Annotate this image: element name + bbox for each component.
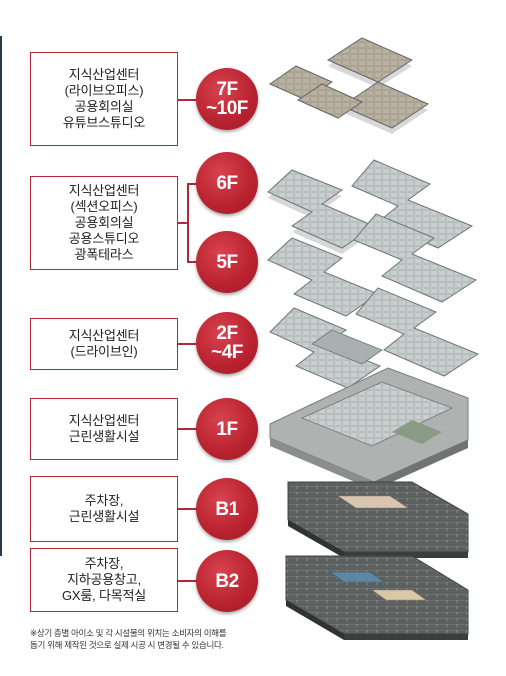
floor-label-line: 공용회의실 [74, 215, 134, 230]
floor-label-line: 지식산업센터 [68, 183, 140, 198]
disclaimer-footnote: ※상기 층별 아이소 및 각 시설물의 위치는 소비자의 이해를 돕기 위해 제… [30, 627, 300, 651]
left-edge-rule [0, 36, 2, 556]
floor-label-line: GX룸, 다목적실 [61, 588, 146, 603]
connector-line [178, 508, 196, 510]
connector-bracket-stem [178, 222, 188, 224]
floor-label-line: (드라이브인) [70, 344, 138, 359]
floor-badge-5f: 5F [196, 231, 258, 293]
floor-plan-1f [269, 367, 469, 490]
floor-label-line: 지식산업센터 [68, 67, 140, 82]
floor-label-line: (섹션오피스) [70, 199, 138, 214]
floor-label-line: 주차장, [84, 556, 124, 571]
connector-line [178, 99, 196, 101]
floor-badge-b1: B1 [196, 478, 258, 540]
floor-badge-1f: 1F [196, 398, 258, 460]
floor-badge-7f-10f: 7F ~10F [196, 68, 258, 130]
floor-plan-b2 [285, 555, 469, 640]
connector-bracket-vertical [187, 183, 189, 262]
floor-badge-line: 5F [216, 251, 238, 273]
floor-label-line: 지식산업센터 [68, 413, 140, 428]
floor-badge-line: ~10F [206, 98, 248, 119]
floor-label-line: 근린생활시설 [68, 509, 140, 524]
connector-line [178, 343, 196, 345]
footnote-line: 돕기 위해 제작된 것으로 실제 시공 시 변경될 수 있습니다. [30, 640, 224, 650]
connector-bracket-top [187, 183, 197, 185]
floor-label-b1: 주차장, 근린생활시설 [30, 476, 178, 542]
floor-badge-line: 7F [216, 79, 238, 100]
floor-label-line: 지식산업센터 [68, 328, 140, 343]
floor-label-line: 공용회의실 [74, 99, 134, 114]
connector-bracket-bottom [187, 261, 197, 263]
floor-label-line: 유튜브스튜디오 [62, 115, 146, 130]
floor-label-7f-10f: 지식산업센터 (라이브오피스) 공용회의실 유튜브스튜디오 [30, 52, 178, 146]
floor-label-1f: 지식산업센터 근린생활시설 [30, 398, 178, 460]
floor-label-2f-4f: 지식산업센터 (드라이브인) [30, 318, 178, 370]
floor-badge-line: B2 [215, 570, 239, 592]
floor-label-line: (라이브오피스) [64, 83, 144, 98]
floor-label-b2: 주차장, 지하공용창고, GX룸, 다목적실 [30, 548, 178, 612]
floor-badge-6f: 6F [196, 152, 258, 214]
floor-badge-2f-4f: 2F ~4F [196, 312, 258, 374]
floor-label-line: 공용스튜디오 [68, 231, 140, 246]
floor-plan-2f-4f [269, 287, 480, 389]
floor-plan-5f [267, 213, 478, 317]
floor-plan-b1 [287, 481, 469, 558]
floor-badge-b2: B2 [196, 550, 258, 612]
floor-label-5f-6f: 지식산업센터 (섹션오피스) 공용회의실 공용스튜디오 광폭테라스 [30, 176, 178, 270]
floor-badge-line: ~4F [211, 342, 243, 363]
floor-badge-line: 6F [216, 172, 238, 194]
floor-plan-7f-10f [268, 37, 430, 134]
floor-label-line: 근린생활시설 [68, 429, 140, 444]
floor-label-line: 주차장, [84, 493, 124, 508]
floor-badge-line: 1F [216, 418, 238, 440]
floor-plan-6f [267, 159, 474, 254]
floor-label-line: 광폭테라스 [74, 247, 134, 262]
floor-badge-line: B1 [215, 498, 239, 520]
floor-badge-line: 2F [216, 323, 238, 344]
footnote-line: ※상기 층별 아이소 및 각 시설물의 위치는 소비자의 이해를 [30, 628, 227, 638]
connector-line [178, 428, 196, 430]
isometric-floor-stack-illustration [267, 37, 480, 640]
floor-label-line: 지하공용창고, [67, 572, 141, 587]
connector-line [178, 580, 196, 582]
